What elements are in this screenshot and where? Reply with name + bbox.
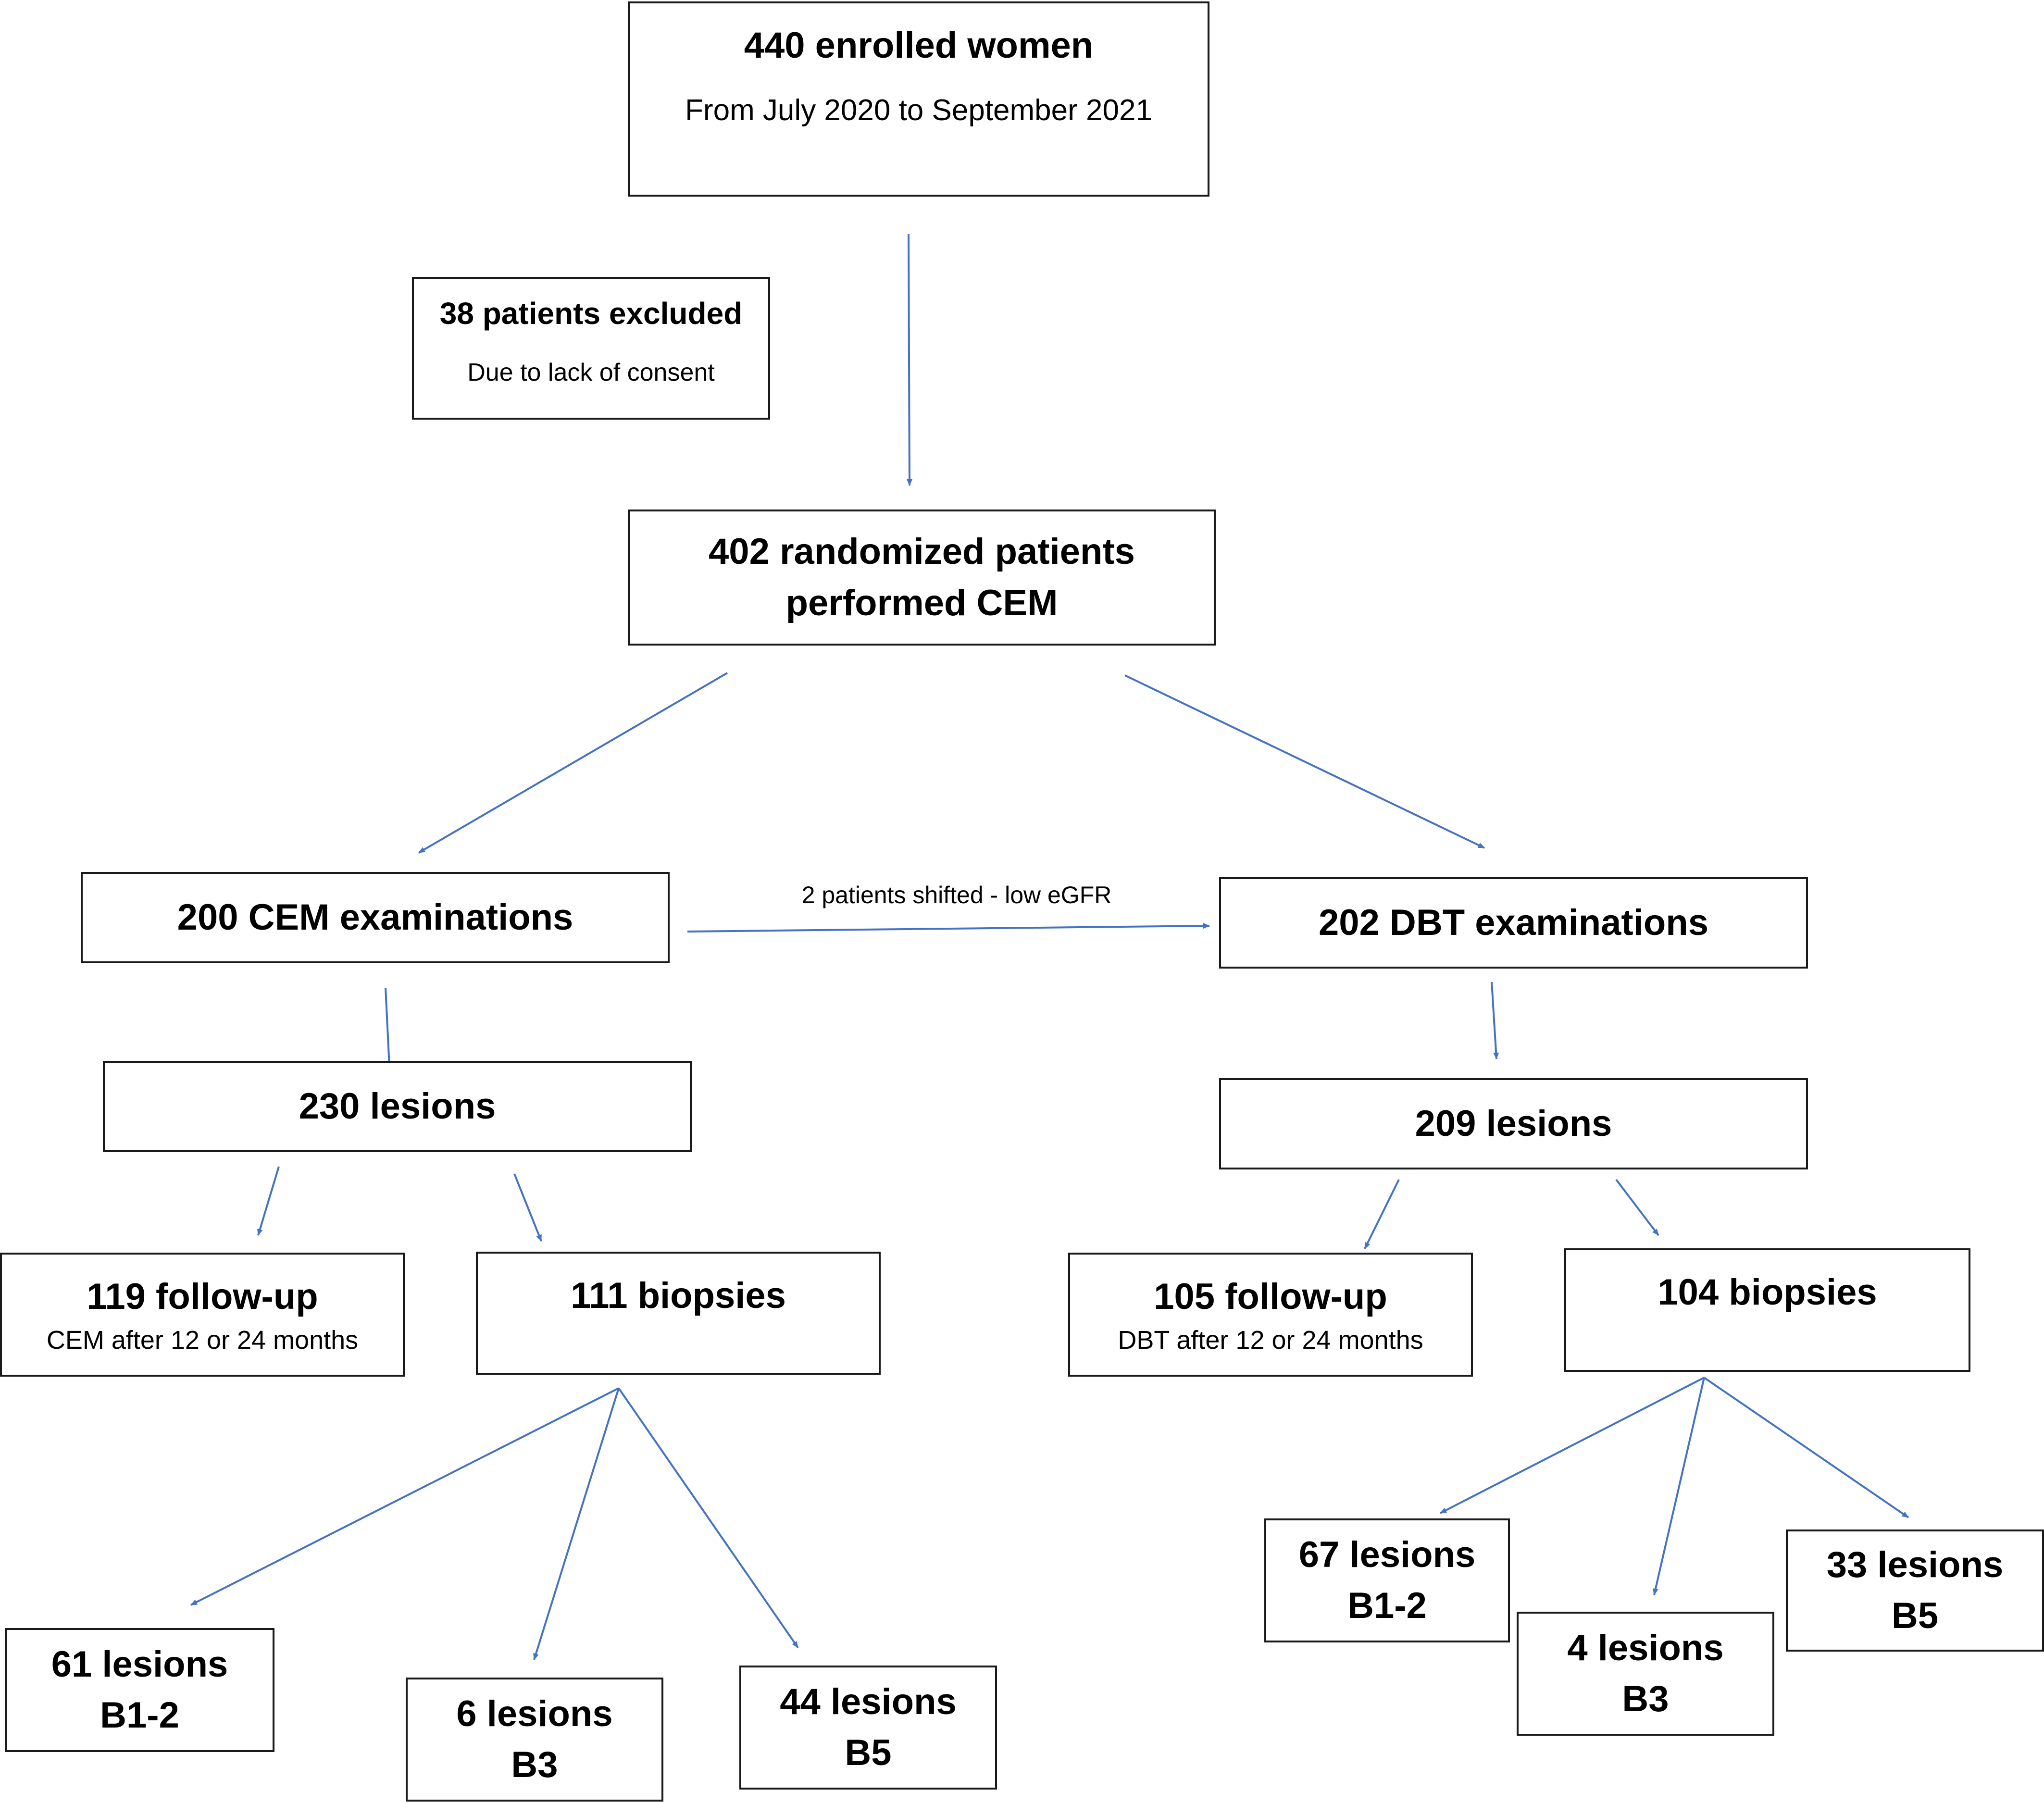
cem-b3-box: 6 lesions B3 (406, 1678, 663, 1802)
dbt-lesions-box: 209 lesions (1219, 1078, 1808, 1169)
cem-exams-box: 200 CEM examinations (81, 872, 670, 963)
randomized-line2: performed CEM (785, 582, 1058, 623)
cem-followup-title: 119 follow-up (87, 1276, 318, 1318)
arrow-cem-biopsies-to-b3 (533, 1388, 620, 1660)
arrow-dbt-biopsies-to-b5 (1703, 1377, 1909, 1518)
dbt-exams-box: 202 DBT examinations (1219, 877, 1808, 969)
arrow-cem-biopsies-to-b12 (190, 1387, 619, 1606)
cem-followup-subtitle: CEM after 12 or 24 months (46, 1325, 359, 1355)
dbt-biopsies-title: 104 biopsies (1658, 1272, 1877, 1313)
shift-label: 2 patients shifted - low eGFR (801, 882, 1112, 908)
arrow-cem-biopsies-to-b5 (618, 1387, 799, 1649)
randomized-line1: 402 randomized patients (709, 531, 1135, 572)
arrow-dbt-to-lesions (1491, 982, 1499, 1059)
cem-lesions-box: 230 lesions (103, 1061, 692, 1152)
arrow-dbt-biopsies-to-b12 (1440, 1377, 1705, 1514)
arrow-cem-to-lesions (385, 987, 392, 1068)
cem-b12-count: 61 lesions (51, 1643, 228, 1685)
cem-b12-box: 61 lesions B1-2 (5, 1628, 274, 1752)
arrow-cem-to-dbt-shift (687, 923, 1210, 933)
dbt-b5-box: 33 lesions B5 (1786, 1529, 2044, 1652)
dbt-b3-box: 4 lesions B3 (1517, 1612, 1774, 1736)
arrow-enrolled-to-randomized (906, 234, 912, 486)
dbt-b12-box: 67 lesions B1-2 (1264, 1518, 1510, 1642)
dbt-b12-count: 67 lesions (1298, 1534, 1476, 1575)
cem-followup-box: 119 follow-up CEM after 12 or 24 months (0, 1253, 405, 1377)
excluded-box: 38 patients excluded Due to lack of cons… (412, 277, 770, 420)
arrow-cem-lesions-to-biopsies (513, 1173, 542, 1242)
cem-b3-count: 6 lesions (456, 1693, 613, 1734)
cem-lesions-title: 230 lesions (299, 1085, 496, 1127)
cem-b5-category: B5 (845, 1732, 892, 1773)
excluded-title: 38 patients excluded (439, 296, 743, 331)
cem-b5-count: 44 lesions (780, 1681, 957, 1722)
dbt-followup-subtitle: DBT after 12 or 24 months (1118, 1325, 1423, 1355)
enrolled-subtitle: From July 2020 to September 2021 (685, 94, 1152, 127)
dbt-b3-count: 4 lesions (1567, 1627, 1724, 1668)
excluded-subtitle: Due to lack of consent (467, 358, 715, 386)
cem-b12-category: B1-2 (100, 1695, 179, 1736)
cem-biopsies-title: 111 biopsies (571, 1275, 786, 1316)
randomized-box: 402 randomized patients performed CEM (628, 510, 1216, 646)
arrow-dbt-lesions-to-followup (1364, 1179, 1400, 1249)
dbt-followup-box: 105 follow-up DBT after 12 or 24 months (1068, 1253, 1473, 1377)
cem-exams-title: 200 CEM examinations (177, 896, 573, 938)
dbt-b5-category: B5 (1891, 1595, 1939, 1636)
arrow-randomized-to-cem (418, 672, 728, 854)
arrow-cem-lesions-to-followup (257, 1166, 280, 1236)
cem-b5-box: 44 lesions B5 (739, 1666, 997, 1790)
dbt-followup-title: 105 follow-up (1154, 1276, 1387, 1318)
dbt-b5-count: 33 lesions (1826, 1544, 2004, 1585)
arrow-dbt-lesions-to-biopsies (1615, 1179, 1659, 1236)
dbt-b3-category: B3 (1622, 1679, 1669, 1719)
dbt-exams-title: 202 DBT examinations (1319, 902, 1708, 943)
dbt-b12-category: B1-2 (1347, 1585, 1427, 1626)
arrow-dbt-biopsies-to-b3 (1653, 1377, 1705, 1595)
enrolled-title: 440 enrolled women (744, 25, 1094, 66)
enrolled-box: 440 enrolled women From July 2020 to Sep… (628, 1, 1209, 197)
dbt-biopsies-box: 104 biopsies (1564, 1248, 1970, 1372)
cem-b3-category: B3 (511, 1744, 558, 1785)
cem-biopsies-box: 111 biopsies (476, 1252, 881, 1375)
dbt-lesions-title: 209 lesions (1415, 1103, 1612, 1144)
arrow-randomized-to-dbt (1124, 674, 1485, 849)
